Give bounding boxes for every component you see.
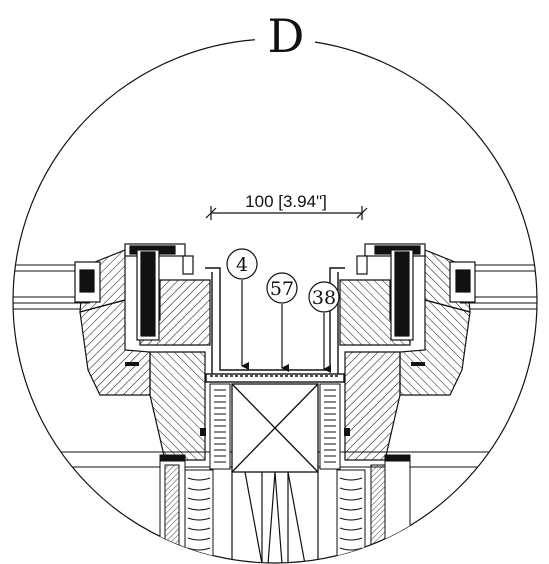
left-insulation bbox=[159, 454, 214, 563]
right-timber-body bbox=[344, 351, 401, 461]
callout-38: 38 bbox=[308, 281, 340, 373]
fixings bbox=[125, 362, 425, 436]
left-corrugated-strip bbox=[209, 383, 231, 470]
right-corrugated-strip bbox=[319, 383, 341, 470]
dimension-label: 100 [3.94"] bbox=[245, 192, 327, 211]
center-channel bbox=[205, 267, 345, 383]
callout-4-label: 4 bbox=[236, 254, 248, 276]
lower-post bbox=[231, 471, 319, 563]
callout-57-label: 57 bbox=[270, 278, 294, 300]
right-glazing-rails bbox=[460, 264, 537, 310]
center-box bbox=[231, 383, 319, 473]
left-timber-body bbox=[149, 351, 206, 461]
callout-38-label: 38 bbox=[312, 287, 336, 309]
left-glazing-profile bbox=[74, 243, 194, 341]
right-insulation bbox=[336, 454, 411, 563]
right-glazing-profile bbox=[356, 243, 476, 341]
dimension-line bbox=[205, 206, 368, 220]
detail-letter: D bbox=[268, 9, 305, 63]
callout-4: 4 bbox=[226, 248, 258, 370]
detail-label-mask bbox=[255, 6, 315, 56]
callout-57: 57 bbox=[266, 272, 298, 372]
